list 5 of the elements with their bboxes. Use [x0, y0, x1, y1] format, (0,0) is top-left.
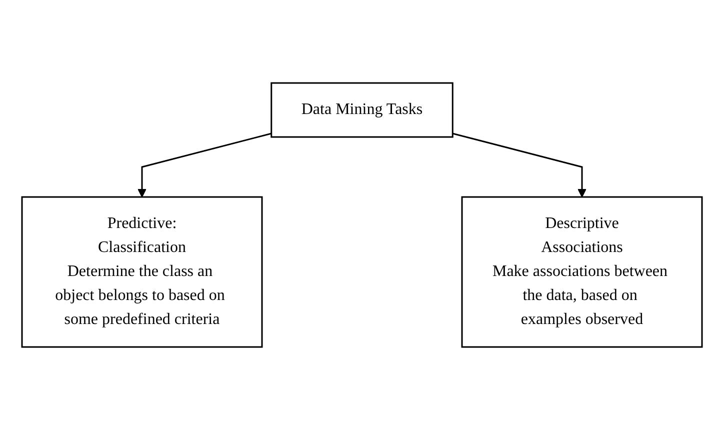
arrow: [138, 132, 272, 198]
node-box: Predictive: Classification Determine the class an object belongs to based on some predefined criteria: [21, 196, 263, 348]
node-box: Descriptive Associations Make associations between the data, based on examples observed: [461, 196, 703, 348]
arrow: [452, 132, 586, 198]
node-box: Data Mining Tasks: [270, 82, 454, 138]
